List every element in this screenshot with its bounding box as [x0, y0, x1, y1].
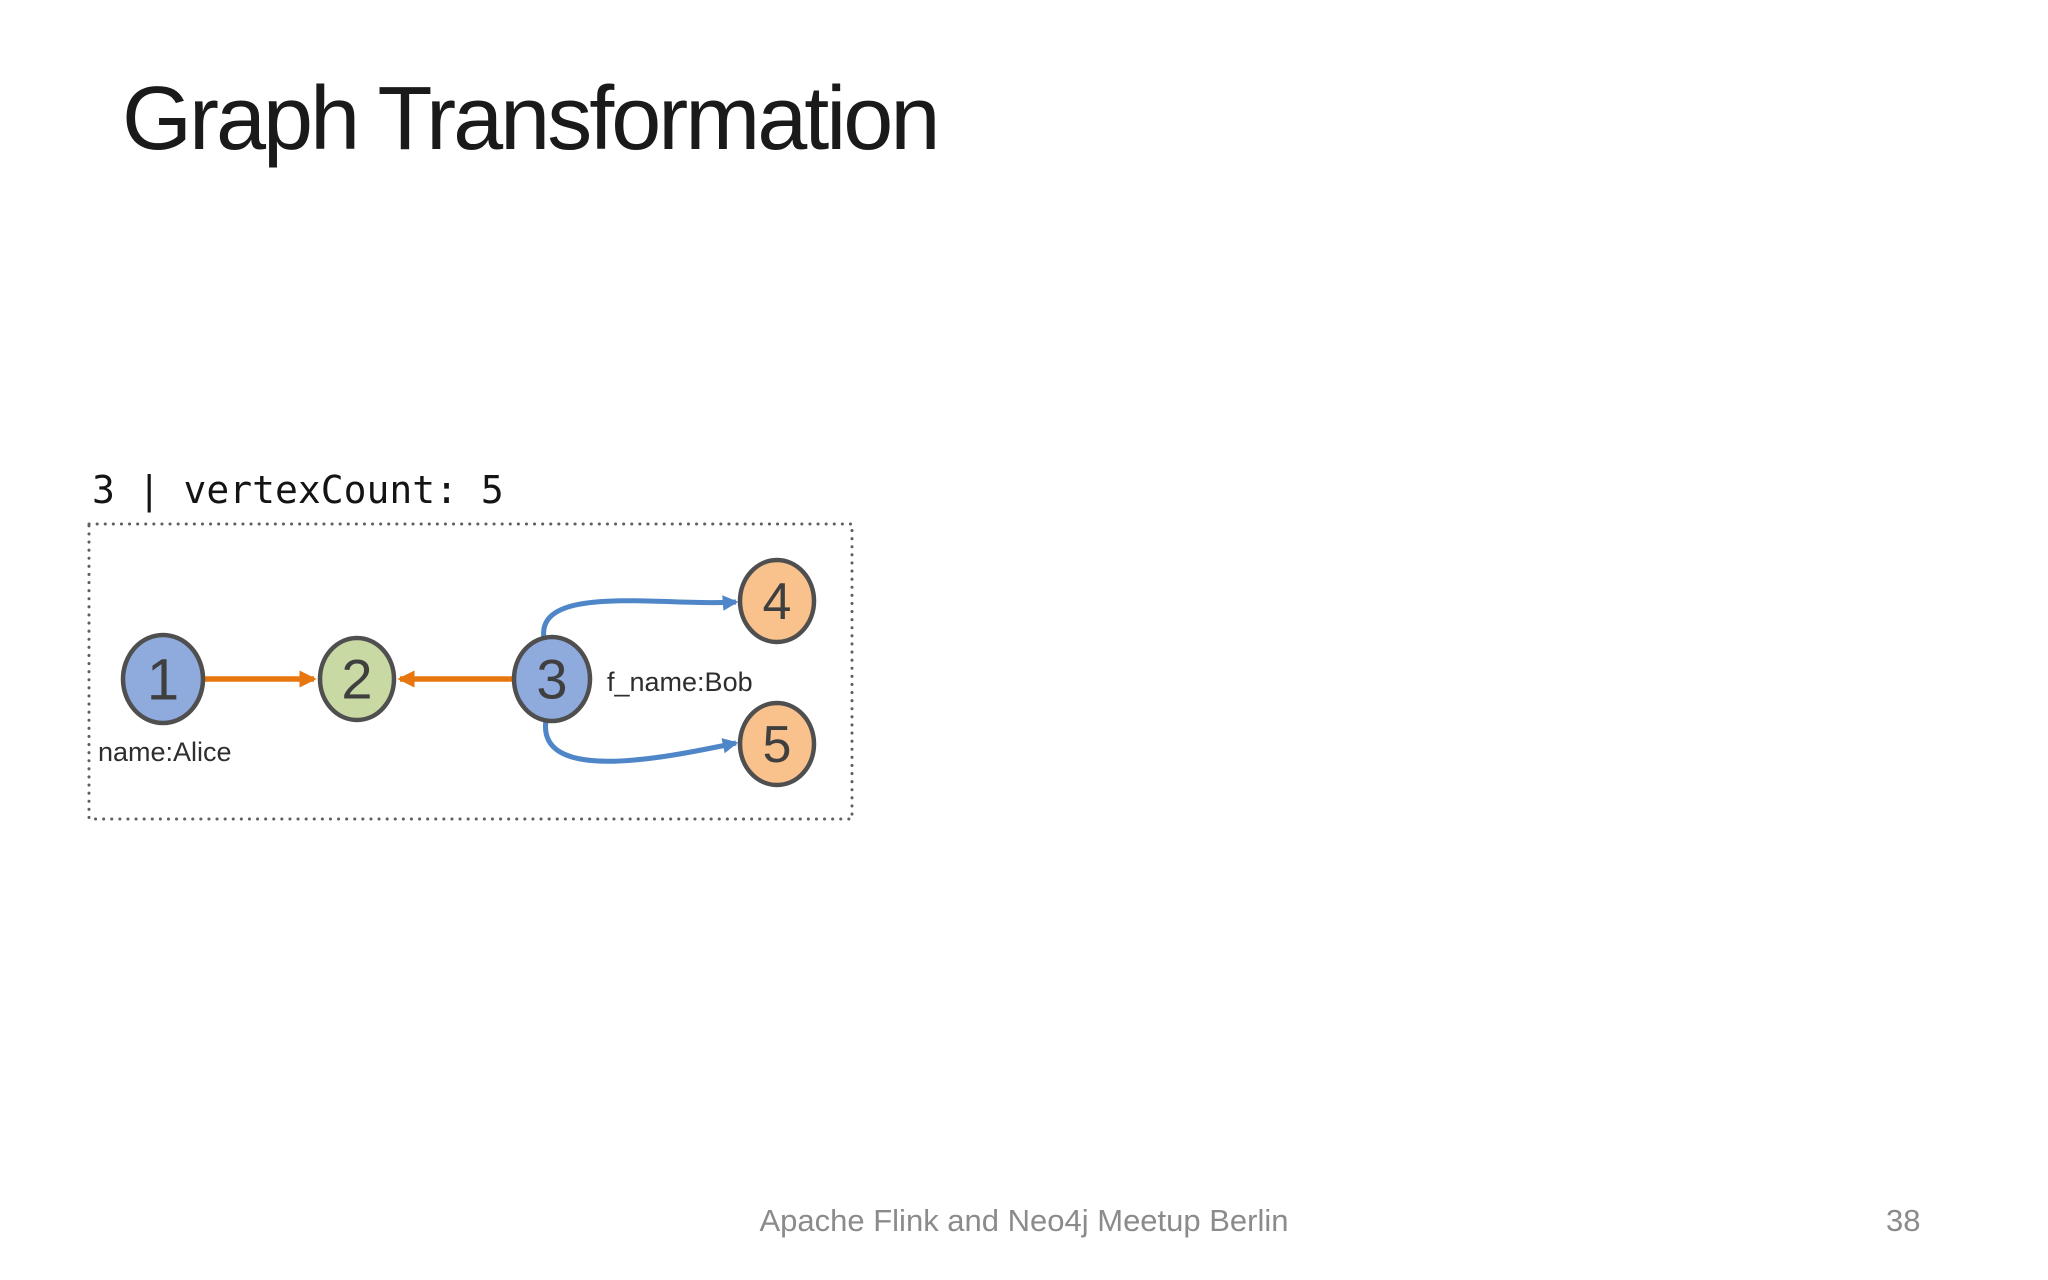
graph-node-3	[511, 634, 593, 724]
graph-svg: 1 2 3 4 5 name:Alice f_name:Bob	[87, 522, 854, 821]
slide-title: Graph Transformation	[122, 69, 940, 169]
property-label-alice: name:Alice	[98, 737, 232, 767]
graph-node-1	[120, 632, 206, 726]
graph-node-5	[737, 700, 817, 788]
graph-node-2-number: 2	[341, 648, 372, 711]
footer-text: Apache Flink and Neo4j Meetup Berlin	[759, 1203, 1289, 1238]
graph-node-5-number: 5	[763, 716, 792, 774]
graph-edge-3-4	[541, 595, 739, 644]
edges-layer	[205, 595, 739, 764]
page-number: 38	[1886, 1203, 1921, 1238]
graph-panel: 1 2 3 4 5 name:Alice f_name:Bob	[80, 515, 870, 830]
graph-node-4-number: 4	[763, 573, 792, 631]
labels-layer: name:Alice f_name:Bob	[98, 667, 753, 767]
nodes-layer: 1 2 3 4 5	[120, 557, 817, 788]
graph-node-3-number: 3	[536, 648, 567, 711]
query-result-label: 3 | vertexCount: 5	[92, 468, 504, 512]
graph-node-1-number: 1	[147, 647, 179, 712]
graph-edge-3-5	[543, 714, 739, 764]
property-label-bob: f_name:Bob	[607, 667, 753, 697]
dotted-border-box	[87, 522, 854, 821]
graph-node-4	[737, 557, 817, 645]
graph-node-2	[317, 635, 397, 723]
